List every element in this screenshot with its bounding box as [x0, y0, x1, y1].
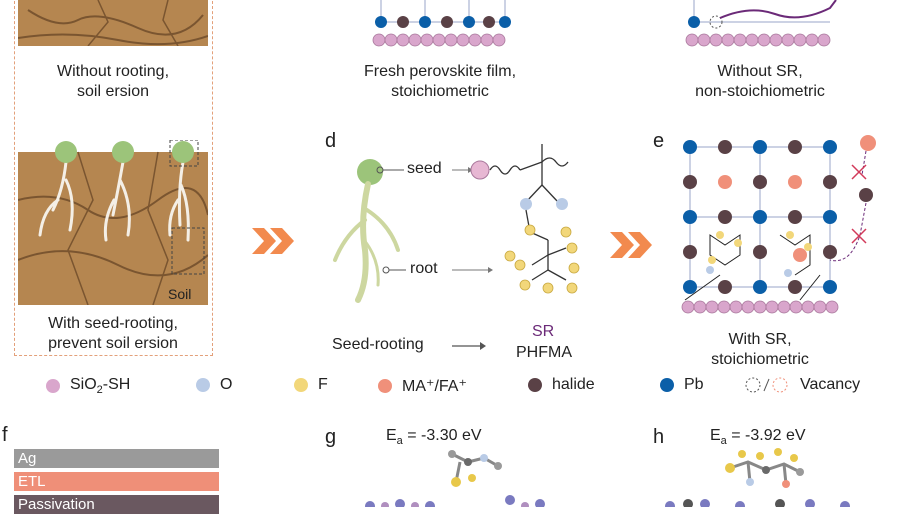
caption-line: With SR,	[728, 331, 792, 348]
panel-a-bottom-caption: With seed-rooting, prevent soil ersion	[18, 314, 208, 354]
chevron-arrow-icon	[252, 228, 294, 254]
legend-item-ma-fa: MA⁺/FA⁺	[378, 376, 467, 396]
seed-molecule-illustration	[333, 144, 580, 303]
legend-label: MA⁺/FA⁺	[402, 378, 467, 395]
panel-h-energy: Ea = -3.92 eV	[710, 427, 806, 448]
o-swatch-icon	[196, 378, 210, 392]
phfma-label: PHFMA	[516, 344, 572, 361]
legend-label: O	[220, 376, 233, 393]
sr-label: SR	[532, 323, 555, 340]
caption-line: prevent soil ersion	[48, 335, 178, 352]
legend-item-f: F	[294, 376, 328, 394]
legend-item-sio2: SiO2-SH	[46, 376, 130, 396]
caption-line: stoichiometric	[711, 351, 809, 368]
legend-label: Pb	[684, 376, 704, 393]
seed-rooting-label: Seed-rooting	[332, 336, 424, 353]
vacancy-swatch-icon	[745, 377, 788, 393]
sio2-swatch-icon	[46, 379, 60, 394]
panel-letter-f: f	[2, 424, 8, 446]
panel-letter-g: g	[325, 426, 337, 448]
caption-line: soil ersion	[76, 83, 150, 100]
caption-line: Without SR,	[717, 63, 803, 80]
layer-etl: ETL	[14, 472, 219, 491]
ma-fa-swatch-icon	[378, 379, 392, 393]
pb-swatch-icon	[660, 378, 674, 392]
caption-line: stoichiometric	[391, 83, 489, 100]
arrow-right-icon	[452, 342, 486, 350]
panel-g-molecule-render	[365, 450, 545, 507]
caption-line: With seed-rooting,	[48, 315, 178, 332]
legend-item-vacancy: Vacancy	[744, 376, 860, 394]
soil-top-illustration	[18, 0, 208, 46]
seed-label: seed	[407, 160, 442, 177]
legend-label: SiO2-SH	[70, 376, 131, 397]
legend-item-halide: halide	[528, 376, 595, 394]
legend-label: Vacancy	[800, 376, 861, 393]
panel-g-energy: Ea = -3.30 eV	[386, 427, 482, 448]
soil-rooted-illustration	[18, 140, 208, 305]
panel-a-top-caption: Without rooting, soil ersion	[18, 62, 208, 102]
panel-h-molecule-render	[665, 448, 850, 507]
caption-line: Fresh perovskite film,	[363, 63, 517, 80]
legend-item-o: O	[196, 376, 232, 394]
perovskite-protected-lattice	[681, 135, 876, 314]
panel-b-caption: Fresh perovskite film, stoichiometric	[340, 62, 540, 102]
caption-line: non-stoichiometric	[695, 83, 825, 100]
chevron-arrow-icon	[610, 232, 652, 258]
perovskite-degraded-lattice	[685, 0, 837, 47]
root-label: root	[410, 260, 438, 277]
panel-c-caption: Without SR, non-stoichiometric	[660, 62, 860, 102]
panel-a-frame	[14, 0, 213, 356]
halide-swatch-icon	[528, 378, 542, 392]
legend-label: F	[318, 376, 328, 393]
layer-passivation: Passivation	[14, 495, 219, 514]
legend-item-pb: Pb	[660, 376, 704, 394]
panel-letter-h: h	[653, 426, 665, 448]
legend-label: halide	[552, 376, 595, 393]
perovskite-fresh-lattice	[372, 0, 511, 47]
panel-letter-d: d	[325, 130, 337, 152]
f-swatch-icon	[294, 378, 308, 392]
panel-letter-e: e	[653, 130, 665, 152]
caption-line: Without rooting,	[56, 63, 170, 80]
panel-e-caption: With SR, stoichiometric	[660, 330, 860, 370]
legend: SiO2-SH O F MA⁺/FA⁺ halide Pb Vacancy	[38, 376, 888, 398]
layer-ag: Ag	[14, 449, 219, 468]
soil-label: Soil	[168, 286, 192, 302]
